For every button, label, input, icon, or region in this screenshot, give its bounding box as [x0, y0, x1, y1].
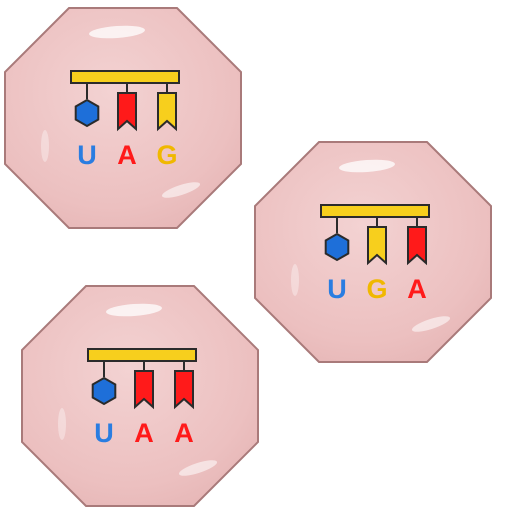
- base-letter: A: [134, 418, 154, 448]
- nucleotide-g: G: [366, 217, 388, 304]
- nucleotide-u: U: [74, 83, 100, 170]
- rna-backbone-bar: [87, 348, 197, 362]
- rna-backbone-bar: [320, 204, 430, 218]
- base-letter: U: [327, 274, 347, 304]
- ribbon-icon: [157, 92, 177, 132]
- nucleotide-a: A: [134, 361, 154, 448]
- base-letter: U: [94, 418, 114, 448]
- hexagon-icon: [74, 98, 100, 128]
- gloss-highlight: [178, 460, 218, 476]
- rna-backbone-bar: [70, 70, 180, 84]
- nucleotide-u: U: [91, 361, 117, 448]
- base-letter: U: [77, 140, 97, 170]
- ribbon-icon: [367, 226, 387, 266]
- gloss-highlight: [89, 25, 145, 39]
- ribbon-icon: [174, 370, 194, 410]
- gloss-highlight: [411, 316, 451, 332]
- gloss-highlight: [106, 303, 162, 317]
- gloss-highlight: [161, 182, 201, 198]
- gloss-highlight: [291, 264, 299, 296]
- nucleotide-u: U: [324, 217, 350, 304]
- base-letter: A: [407, 274, 427, 304]
- ribbon-icon: [117, 92, 137, 132]
- base-letter: A: [117, 140, 137, 170]
- gloss-highlight: [41, 130, 49, 162]
- nucleotide-g: G: [156, 83, 178, 170]
- hexagon-icon: [324, 232, 350, 262]
- hexagon-icon: [91, 376, 117, 406]
- nucleotide-a: A: [117, 83, 137, 170]
- gloss-highlight: [339, 159, 395, 173]
- nucleotide-a: A: [407, 217, 427, 304]
- base-letter: G: [156, 140, 177, 170]
- ribbon-icon: [134, 370, 154, 410]
- base-letter: A: [174, 418, 194, 448]
- gloss-highlight: [58, 408, 66, 440]
- ribbon-icon: [407, 226, 427, 266]
- nucleotide-a: A: [174, 361, 194, 448]
- base-letter: G: [366, 274, 387, 304]
